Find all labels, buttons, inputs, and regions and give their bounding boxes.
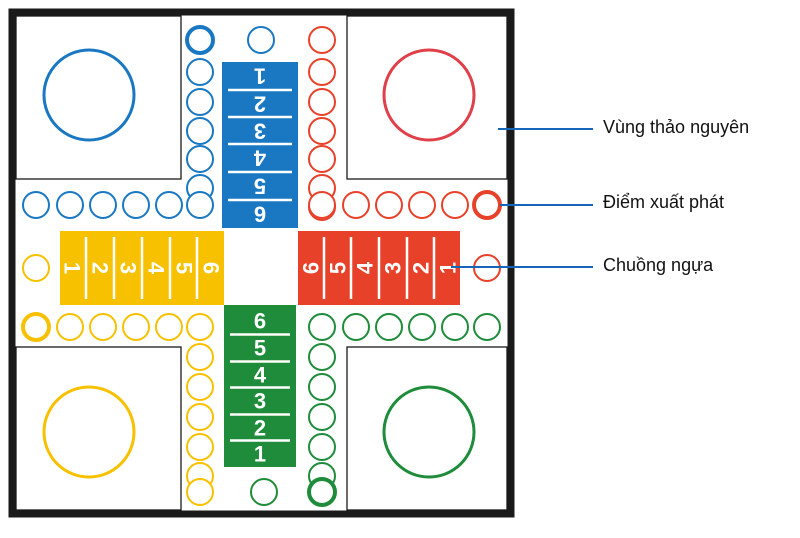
stable-number-yellow: 1 <box>60 262 85 274</box>
stable-number-blue: 4 <box>253 146 266 171</box>
track-cell-red <box>308 88 336 116</box>
track-cell-blue <box>186 117 214 145</box>
track-cell-red <box>308 58 336 86</box>
track-cell-yellow <box>186 478 214 506</box>
track-cell-blue <box>56 191 84 219</box>
stable-number-blue: 5 <box>254 174 266 199</box>
track-cell-blue <box>22 191 50 219</box>
stable-number-green: 3 <box>254 389 266 414</box>
track-cell-red <box>375 191 403 219</box>
label-diem-xuat-phat: Điểm xuất phát <box>603 192 725 212</box>
stable-number-green: 6 <box>254 309 266 334</box>
track-cell-green <box>308 373 336 401</box>
label-chuong-ngua: Chuồng ngựa <box>603 255 714 275</box>
stable-number-green: 1 <box>254 442 266 467</box>
stable-number-yellow: 4 <box>144 262 169 275</box>
track-cell-yellow <box>122 313 150 341</box>
track-cell-green <box>250 478 278 506</box>
stable-number-yellow: 6 <box>199 262 224 274</box>
stable-number-yellow: 5 <box>172 262 197 274</box>
stable-number-yellow: 2 <box>88 262 113 274</box>
track-cell-red <box>308 145 336 173</box>
stable-number-blue: 6 <box>254 202 266 227</box>
track-cell-green <box>408 313 436 341</box>
track-cell-red <box>308 117 336 145</box>
track-cell-blue <box>247 26 275 54</box>
track-cell-yellow <box>186 433 214 461</box>
track-cell-yellow <box>56 313 84 341</box>
track-cell-green <box>375 313 403 341</box>
track-cell-yellow <box>186 373 214 401</box>
track-cell-yellow <box>186 403 214 431</box>
track-cell-blue <box>185 25 215 55</box>
track-cell-blue <box>186 58 214 86</box>
stable-number-green: 4 <box>254 363 267 388</box>
track-cell-red <box>308 26 336 54</box>
stable-number-red: 1 <box>436 262 461 274</box>
label-vung-thao-nguyen: Vùng thảo nguyên <box>603 117 750 137</box>
track-cell-red <box>441 191 469 219</box>
track-cell-yellow <box>89 313 117 341</box>
track-cell-green <box>308 403 336 431</box>
start-point-yellow <box>21 312 51 342</box>
home-ring-blue <box>42 48 136 142</box>
stable-number-red: 2 <box>409 262 434 274</box>
stable-number-red: 3 <box>381 262 406 274</box>
track-cell-green <box>473 313 501 341</box>
track-cell-green <box>308 433 336 461</box>
stable-number-green: 5 <box>254 336 266 361</box>
stable-number-green: 2 <box>254 416 266 441</box>
track-cell-blue <box>89 191 117 219</box>
track-cell-green <box>342 313 370 341</box>
track-cell-yellow <box>186 343 214 371</box>
track-cell-blue <box>122 191 150 219</box>
stable-number-yellow: 3 <box>116 262 141 274</box>
home-ring-green <box>382 385 476 479</box>
track-cell-red <box>308 191 336 219</box>
track-cell-yellow <box>22 254 50 282</box>
start-point-green <box>307 477 337 507</box>
stable-number-red: 5 <box>326 262 351 274</box>
start-point-red <box>472 190 502 220</box>
stable-number-red: 6 <box>299 262 324 274</box>
track-cell-green <box>308 313 336 341</box>
track-cell-blue <box>186 145 214 173</box>
track-cell-red <box>408 191 436 219</box>
stable-number-blue: 2 <box>254 92 266 117</box>
track-cell-red <box>342 191 370 219</box>
track-cell-blue <box>186 88 214 116</box>
track-cell-blue <box>155 191 183 219</box>
callout-lines <box>451 128 593 268</box>
stable-number-blue: 3 <box>254 119 266 144</box>
stable-number-red: 4 <box>353 261 378 274</box>
track-cell-yellow <box>155 313 183 341</box>
home-ring-yellow <box>42 385 136 479</box>
track-cell-yellow <box>186 313 214 341</box>
stable-number-blue: 1 <box>254 64 266 89</box>
track-cell-blue <box>186 191 214 219</box>
track-cell-green <box>308 343 336 371</box>
track-cell-green <box>441 313 469 341</box>
home-ring-red <box>382 48 476 142</box>
